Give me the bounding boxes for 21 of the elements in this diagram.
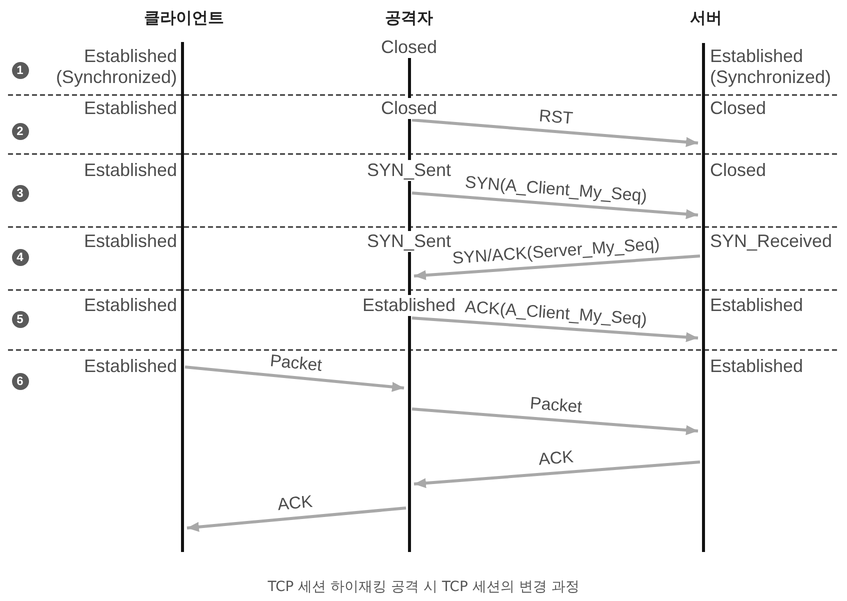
message-arrow — [412, 118, 698, 148]
message-arrow — [412, 316, 698, 342]
message-arrow — [414, 460, 700, 488]
state-label: SYN_Received — [710, 231, 832, 252]
step-number: 2 — [12, 122, 28, 140]
step-number: 5 — [12, 310, 28, 328]
step-number: 6 — [12, 372, 28, 390]
message-arrow — [184, 366, 404, 392]
message-arrow — [186, 506, 406, 532]
state-label: SYN_Sent — [364, 160, 454, 181]
participant-label: 서버 — [690, 8, 722, 28]
step-number: 1 — [12, 62, 28, 78]
participant-label: 클라이언트 — [144, 8, 224, 28]
step-number: 4 — [12, 248, 28, 266]
message-arrow — [412, 408, 698, 436]
message-arrow — [414, 254, 700, 280]
participant-label: 공격자 — [385, 8, 433, 28]
step-number: 3 — [12, 184, 28, 202]
message-arrow — [412, 192, 698, 220]
state-label: SYN_Sent — [364, 231, 454, 252]
figure-caption: TCP 세션 하이재킹 공격 시 TCP 세션의 변경 과정 — [268, 578, 580, 596]
